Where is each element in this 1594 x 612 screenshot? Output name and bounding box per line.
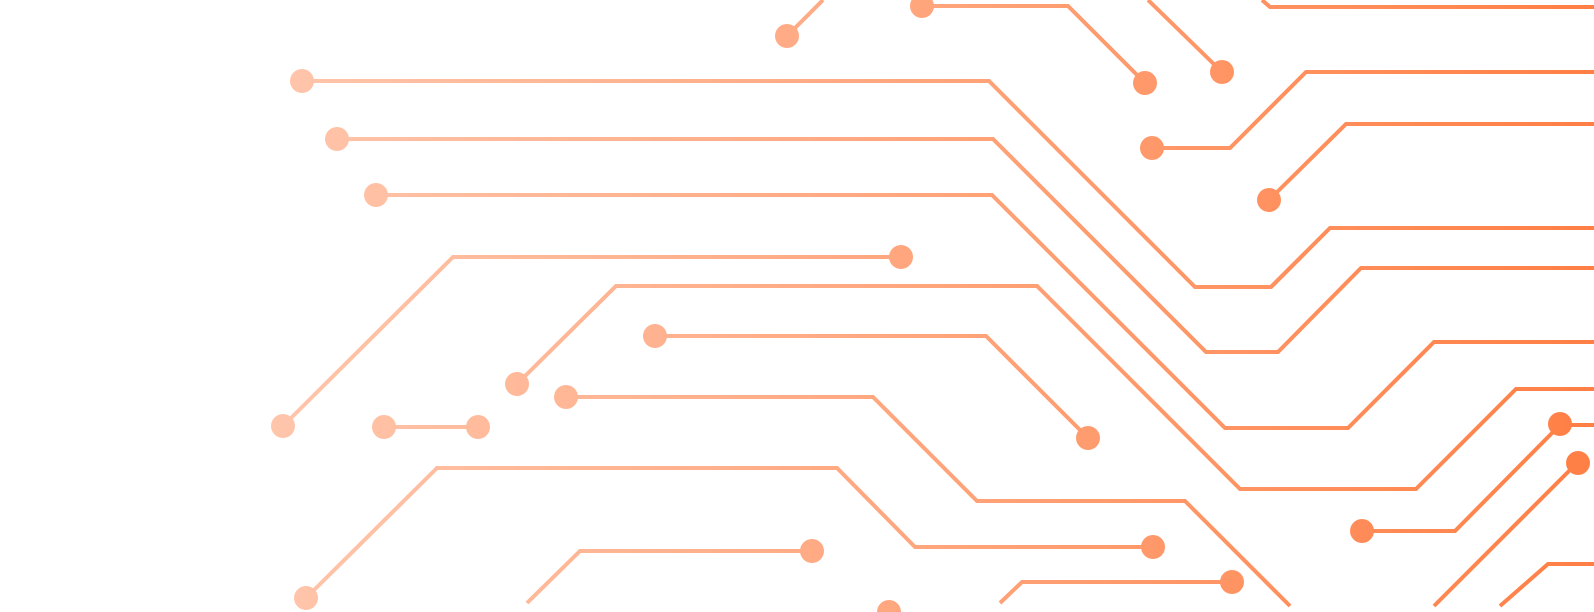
trace-pad: [643, 324, 667, 348]
trace-pad: [1140, 136, 1164, 160]
circuit-trace: [1260, 0, 1594, 9]
circuit-trace: [304, 466, 1153, 600]
circuit-trace: [1152, 70, 1594, 150]
trace-pad: [800, 539, 824, 563]
circuit-trace: [566, 395, 1292, 608]
circuit-trace: [1362, 423, 1594, 533]
trace-pad: [325, 127, 349, 151]
circuit-trace: [1432, 468, 1572, 608]
trace-pad: [466, 415, 490, 439]
trace-pad: [1548, 412, 1572, 436]
trace-group: [271, 0, 1594, 612]
circuit-trace: [922, 4, 1147, 85]
circuit-trace: [1498, 562, 1594, 608]
trace-pad: [364, 183, 388, 207]
trace-pad: [554, 385, 578, 409]
circuit-trace: [655, 334, 1090, 440]
trace-pad: [1257, 188, 1281, 212]
trace-pad: [910, 0, 934, 18]
trace-pad: [290, 69, 314, 93]
trace-pad: [372, 415, 396, 439]
circuit-trace: [281, 255, 901, 428]
trace-pad: [1141, 535, 1165, 559]
circuit-trace: [1267, 122, 1594, 202]
trace-pad: [1133, 71, 1157, 95]
trace-pad: [889, 245, 913, 269]
circuit-trace: [525, 549, 812, 605]
trace-pad: [1076, 426, 1100, 450]
circuit-trace: [1269, 226, 1594, 289]
trace-pad: [1220, 570, 1244, 594]
circuit-trace: [998, 580, 1232, 605]
circuit-trace: [376, 193, 1594, 430]
circuit-trace: [337, 137, 1594, 354]
trace-pad: [1350, 519, 1374, 543]
trace-pad: [1566, 451, 1590, 475]
trace-pad: [775, 24, 799, 48]
circuit-trace: [515, 284, 1594, 491]
trace-pad: [1210, 60, 1234, 84]
trace-pad: [294, 586, 318, 610]
trace-pad: [877, 600, 901, 612]
trace-pad: [505, 372, 529, 396]
circuit-trace: [1146, 0, 1224, 74]
trace-pad: [271, 414, 295, 438]
